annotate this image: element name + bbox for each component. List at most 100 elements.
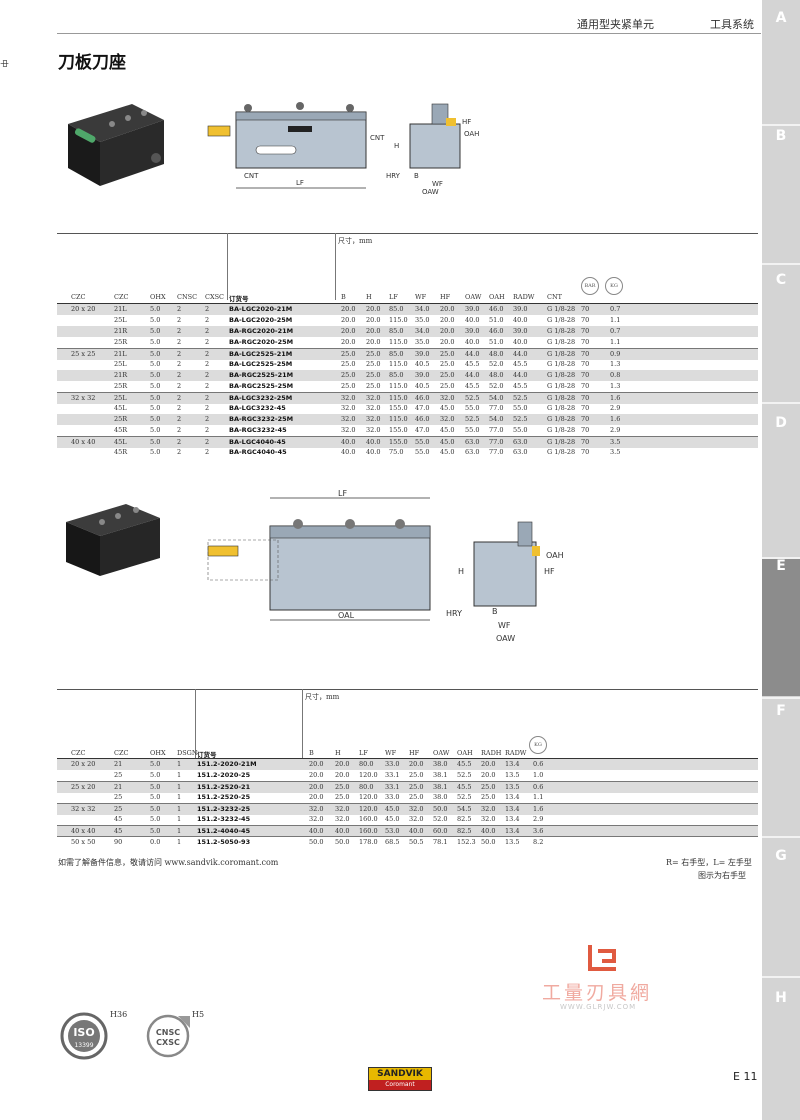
table-cell: 2 xyxy=(177,371,182,379)
table2-col-header: B xyxy=(309,749,314,757)
table1-col-header: LF xyxy=(389,293,398,301)
table-cell: 40.0 xyxy=(366,438,381,446)
table-cell: 5.0 xyxy=(150,394,161,402)
table-cell: 44.0 xyxy=(513,350,528,358)
table-cell: 20.0 xyxy=(341,338,356,346)
table-cell: 39.0 xyxy=(465,327,480,335)
table-cell: 20.0 xyxy=(309,771,324,779)
tab-g[interactable]: G xyxy=(775,848,787,864)
table-cell: 25L xyxy=(114,360,127,368)
table-cell: 70 xyxy=(581,404,590,412)
tab-b[interactable]: B xyxy=(775,128,787,144)
dim-oaw-1: OAW xyxy=(422,188,439,196)
table2-col-header: LF xyxy=(359,749,368,757)
table-cell: 0.6 xyxy=(533,760,544,768)
order-code: BA-LGC2020-21M xyxy=(229,305,293,313)
table-cell: 5.0 xyxy=(150,448,161,456)
table-cell: 13.4 xyxy=(505,793,520,801)
table-cell: G 1/8-28 xyxy=(547,327,576,335)
order-code: BA-RGC3232-25M xyxy=(229,415,294,423)
page-number: E 11 xyxy=(733,1070,758,1083)
table-cell: 32.0 xyxy=(440,415,455,423)
tool-block-drawing-1: LF CNT CNT OAH HF H HRY B WF OAW xyxy=(207,102,479,196)
table-cell: 32 x 32 xyxy=(71,805,96,813)
table-cell: 1.6 xyxy=(533,805,544,813)
table-cell: 25 x 20 xyxy=(71,783,96,791)
table-cell: 1 xyxy=(177,827,182,835)
table-cell: 2 xyxy=(205,426,210,434)
table-cell: 50 x 50 xyxy=(71,838,96,846)
table-cell: 155.0 xyxy=(389,404,408,412)
tab-a[interactable]: A xyxy=(775,10,787,26)
table-cell: 25R xyxy=(114,382,128,390)
table2-col-header: RADW xyxy=(505,749,527,757)
table-cell: 32.0 xyxy=(309,805,324,813)
tab-d[interactable]: D xyxy=(775,415,787,431)
table-cell: 25.0 xyxy=(440,382,455,390)
table-cell: 70 xyxy=(581,305,590,313)
order-code: 151.2-3232-25 xyxy=(197,805,251,813)
table-cell: 52.5 xyxy=(457,771,472,779)
table-cell: 25.0 xyxy=(341,382,356,390)
table-cell: 1 xyxy=(177,805,182,813)
tool-block-photo-1 xyxy=(68,104,164,186)
table-cell: 82.5 xyxy=(457,815,472,823)
table-cell: 2 xyxy=(177,338,182,346)
table-cell: 25.0 xyxy=(366,371,381,379)
table2-col-header: 订货号 xyxy=(197,751,217,759)
table-cell: 21L xyxy=(114,305,127,313)
table-cell: 45.0 xyxy=(440,438,455,446)
table-cell: 20.0 xyxy=(309,793,324,801)
table-cell: 45.0 xyxy=(440,404,455,412)
table-cell: 160.0 xyxy=(359,827,378,835)
table-cell: 5.0 xyxy=(150,415,161,423)
table-cell: 20.0 xyxy=(366,316,381,324)
table-cell: 2.9 xyxy=(610,426,621,434)
table2-col-header: CZC xyxy=(71,749,86,757)
table-cell: 5.0 xyxy=(150,760,161,768)
watermark-logo-icon xyxy=(588,945,616,971)
table-cell: 25.0 xyxy=(366,382,381,390)
tab-f[interactable]: F xyxy=(776,703,786,719)
table-cell: G 1/8-28 xyxy=(547,360,576,368)
table-cell: 46.0 xyxy=(489,327,504,335)
table-cell: 25L xyxy=(114,394,127,402)
table-cell: 45L xyxy=(114,438,127,446)
table-cell: 2 xyxy=(177,350,182,358)
table1-col-header: OAW xyxy=(465,293,482,301)
table-cell: 25.0 xyxy=(335,783,350,791)
tab-e[interactable]: E xyxy=(776,558,786,574)
section-tab-strip: A B C D E F G H xyxy=(762,0,800,1120)
table-cell: G 1/8-28 xyxy=(547,448,576,456)
table-cell: 25.0 xyxy=(341,350,356,358)
table-cell: 152.3 xyxy=(457,838,476,846)
shown-note: 图示为右手型 xyxy=(698,871,746,880)
table-cell: 32.0 xyxy=(341,394,356,402)
table-cell: 38.0 xyxy=(433,760,448,768)
table-cell: 3.5 xyxy=(610,448,621,456)
table-cell: 47.0 xyxy=(415,426,430,434)
dim-b-1: B xyxy=(414,172,419,180)
tab-c[interactable]: C xyxy=(775,272,787,288)
table-cell: 55.0 xyxy=(465,426,480,434)
table-cell: 45.5 xyxy=(465,360,480,368)
table-cell: 2 xyxy=(177,404,182,412)
table-cell: 63.0 xyxy=(465,438,480,446)
table-cell: 63.0 xyxy=(513,448,528,456)
dim-h-2: H xyxy=(458,567,464,576)
table2-col-header: CZC xyxy=(114,749,129,757)
table-cell: 2 xyxy=(177,327,182,335)
table-cell: 40.0 xyxy=(465,316,480,324)
table-cell: 115.0 xyxy=(389,338,408,346)
table-cell: 63.0 xyxy=(513,438,528,446)
page-title: 刀板刀座 xyxy=(58,53,126,73)
table-cell: 54.0 xyxy=(489,394,504,402)
table2-col-header: HF xyxy=(409,749,420,757)
tab-h[interactable]: H xyxy=(775,990,787,1006)
